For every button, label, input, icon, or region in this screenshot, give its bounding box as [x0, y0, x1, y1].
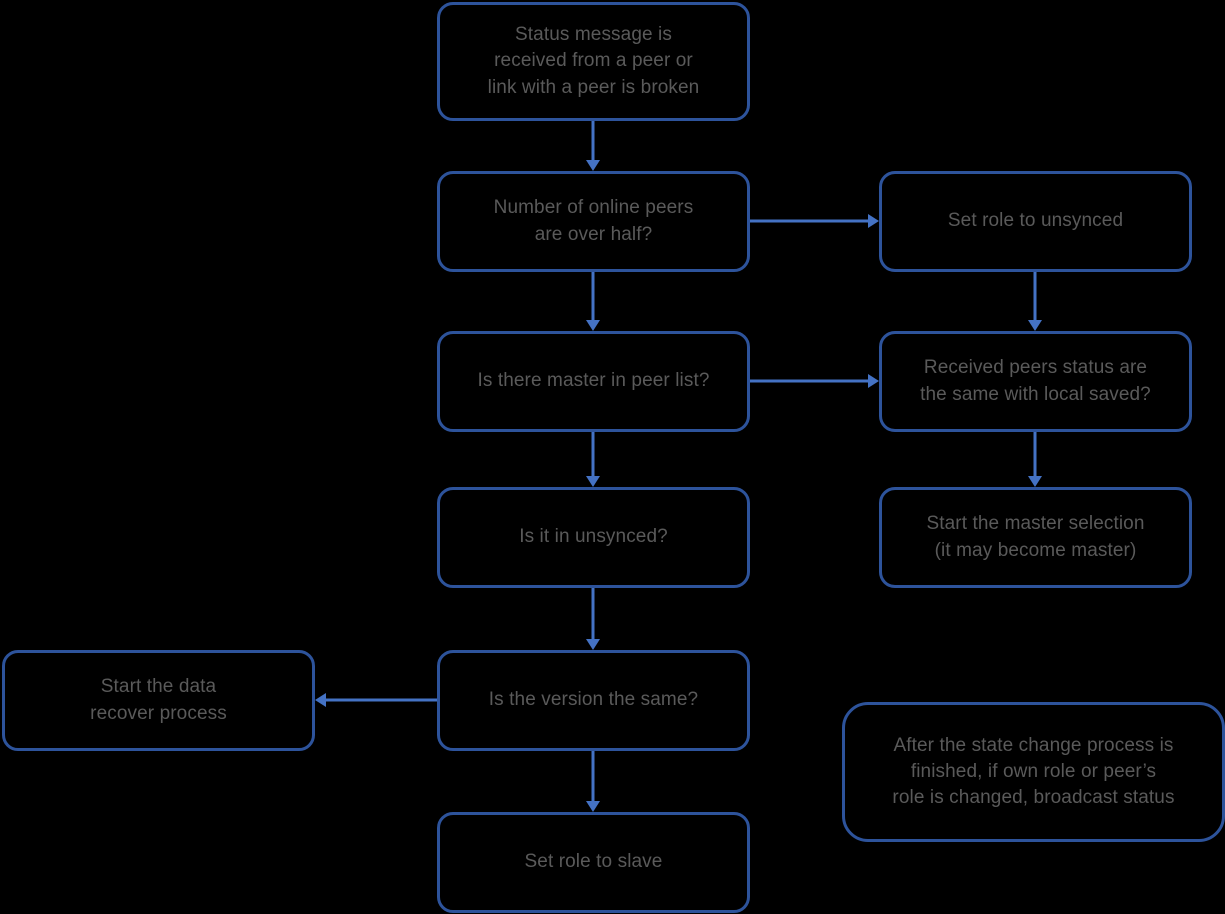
node-status-message-received: Status message is received from a peer o…	[437, 2, 750, 121]
arrow-master-in-peer-list-to-is-it-unsynced	[581, 420, 605, 499]
node-broadcast-status-note: After the state change process is finish…	[842, 702, 1225, 842]
arrow-online-peers-to-set-role-unsynced	[738, 209, 891, 233]
node-set-role-to-slave: Set role to slave	[437, 812, 750, 913]
arrow-set-role-unsynced-to-peers-status-same	[1023, 260, 1047, 343]
arrow-online-peers-to-master-in-peer-list	[581, 260, 605, 343]
node-start-the-master-selection: Start the master selection (it may becom…	[879, 487, 1192, 588]
node-label: Status message is received from a peer o…	[487, 24, 700, 98]
node-set-role-to-unsynced: Set role to unsynced	[879, 171, 1192, 272]
arrow-master-in-peer-list-to-peers-status-same	[738, 369, 891, 393]
arrow-peers-status-same-to-start-master-selection	[1023, 420, 1047, 499]
node-label: Start the master selection (it may becom…	[926, 513, 1145, 561]
node-label: After the state change process is finish…	[892, 734, 1175, 809]
node-is-it-in-unsynced: Is it in unsynced?	[437, 487, 750, 588]
node-is-the-version-the-same: Is the version the same?	[437, 650, 750, 751]
node-label: Is it in unsynced?	[519, 526, 668, 548]
node-label: Set role to unsynced	[947, 210, 1124, 232]
arrow-version-same-to-data-recover	[303, 688, 449, 712]
node-label: Received peers status are the same with …	[920, 357, 1151, 405]
arrow-version-same-to-set-role-slave	[581, 739, 605, 824]
node-label: Start the data recover process	[90, 676, 227, 724]
arrow-status-message-to-online-peers	[581, 109, 605, 183]
node-label: Set role to slave	[524, 851, 663, 873]
node-label: Is the version the same?	[488, 689, 699, 711]
node-label: Is there master in peer list?	[477, 370, 710, 392]
node-number-of-online-peers-over-half: Number of online peers are over half?	[437, 171, 750, 272]
node-is-there-master-in-peer-list: Is there master in peer list?	[437, 331, 750, 432]
arrow-is-it-unsynced-to-version-same	[581, 576, 605, 662]
node-start-the-data-recover-process: Start the data recover process	[2, 650, 315, 751]
node-received-peers-status-same-as-local: Received peers status are the same with …	[879, 331, 1192, 432]
node-label: Number of online peers are over half?	[493, 197, 694, 245]
